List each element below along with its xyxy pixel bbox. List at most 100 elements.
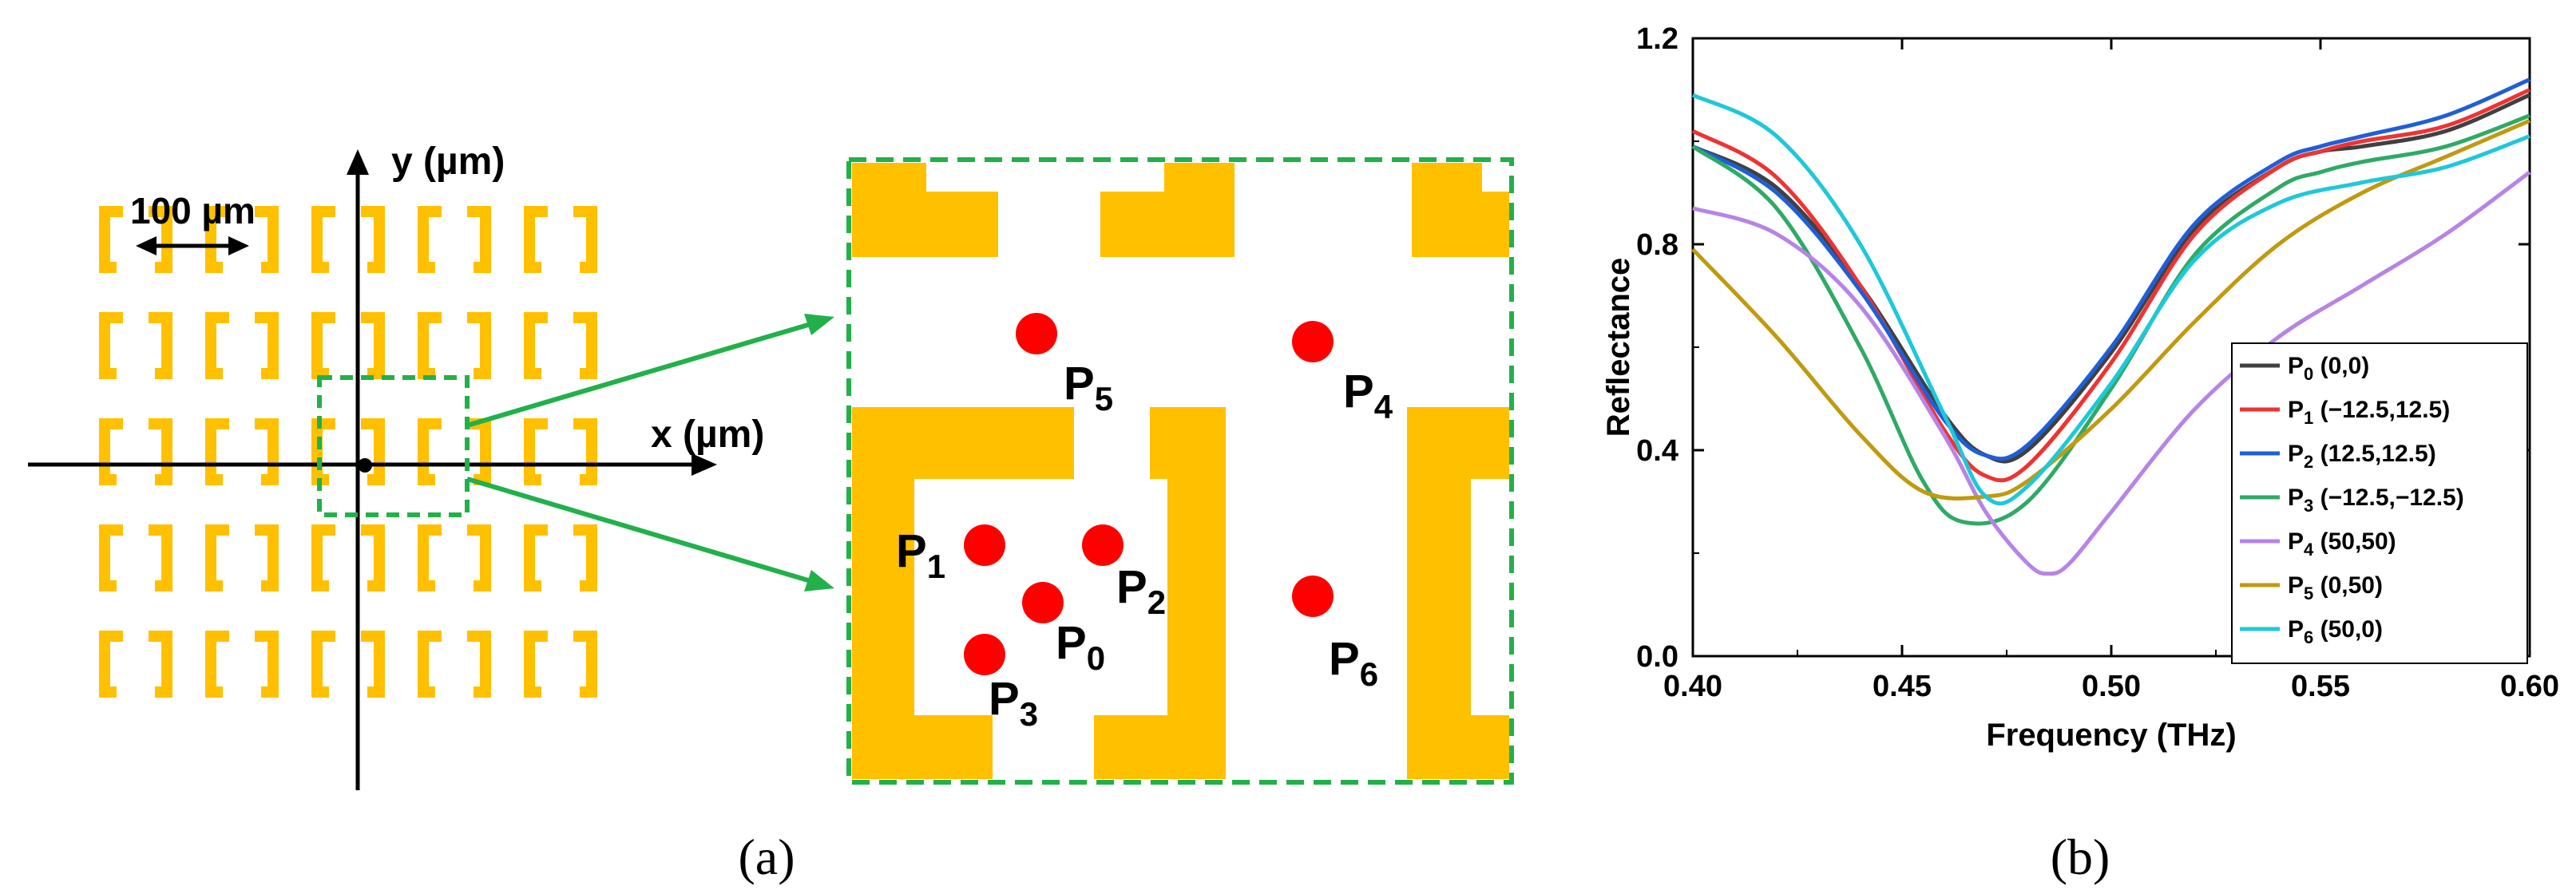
series-line-p1 — [1691, 88, 2530, 483]
resonator-cell — [99, 631, 172, 698]
series-line-p5 — [1691, 118, 2530, 500]
point-marker — [1082, 524, 1124, 566]
resonator-cell — [99, 418, 172, 485]
resonator-cell — [311, 524, 385, 591]
legend: P0 (0,0) P1 (−12.5,12.5) P2 (12.5,12.5) P3 … — [2231, 342, 2528, 664]
x-axis-label: x (µm) — [651, 413, 764, 456]
y-tick-label: 0.8 — [1636, 228, 1678, 262]
point-marker — [1016, 313, 1057, 354]
bracket-right — [149, 206, 172, 273]
legend-entry: P2 (12.5,12.5) — [2240, 441, 2436, 472]
bracket-right — [255, 312, 279, 379]
point-marker — [964, 524, 1005, 566]
point-marker — [964, 634, 1005, 675]
zoom-arrow-top-icon — [804, 314, 834, 335]
legend-label: P6 (50,0) — [2288, 616, 2383, 647]
bracket-right — [467, 206, 491, 273]
point-marker — [1022, 582, 1064, 623]
zoom-bracket-far-right — [1407, 407, 1509, 779]
resonator-cell — [418, 206, 491, 273]
resonator-cell — [524, 631, 597, 698]
resonator-cell — [524, 312, 597, 379]
bracket-left — [311, 418, 335, 485]
point-p0: P0 — [1022, 582, 1105, 677]
legend-label: P0 (0,0) — [2288, 353, 2369, 384]
legend-label: P4 (50,50) — [2288, 528, 2396, 560]
bracket-right — [255, 524, 279, 591]
series-line-p6 — [1691, 93, 2530, 506]
legend-entry: P6 (50,0) — [2240, 616, 2383, 647]
resonator-cell — [205, 312, 279, 379]
resonator-cell — [524, 418, 597, 485]
scale-bar-arrow-left-icon — [136, 236, 157, 255]
bracket-left — [99, 524, 123, 591]
resonator-cell — [418, 312, 491, 379]
legend-label: P1 (−12.5,12.5) — [2288, 397, 2450, 428]
zoom-bracket-right — [1094, 407, 1226, 779]
bracket-left — [524, 524, 548, 591]
bracket-left — [418, 631, 442, 698]
zoom-fragment-top-right — [1412, 163, 1509, 257]
x-tick-label: 0.55 — [2291, 670, 2350, 703]
zoom-bracket-left — [852, 407, 1074, 779]
panel-b-label: (b) — [2051, 829, 2110, 885]
series-line-p4 — [1692, 170, 2531, 576]
bracket-right — [573, 418, 597, 485]
bracket-left — [311, 206, 335, 273]
bracket-left — [205, 631, 229, 698]
bracket-left — [524, 631, 548, 698]
legend-entry: P5 (0,50) — [2240, 572, 2383, 603]
panel-a-label: (a) — [738, 829, 795, 885]
bracket-right — [361, 418, 385, 485]
bracket-left — [418, 206, 442, 273]
zoom-cell-border — [846, 157, 1514, 785]
bracket-right — [149, 312, 172, 379]
bracket-left — [99, 206, 123, 273]
legend-label: P2 (12.5,12.5) — [2288, 441, 2436, 472]
point-p1: P1 — [896, 524, 1005, 585]
resonator-cell — [311, 631, 385, 698]
highlight-box — [317, 375, 470, 517]
bracket-left — [524, 418, 548, 485]
resonator-cell — [205, 418, 279, 485]
point-marker — [1292, 576, 1334, 617]
point-p3: P3 — [964, 634, 1038, 733]
bracket-right — [255, 206, 279, 273]
resonator-cell — [418, 524, 491, 591]
legend-entry: P3 (−12.5,−12.5) — [2240, 485, 2464, 516]
y-axis-title: Reflectance — [1601, 258, 1636, 437]
resonator-cell — [99, 206, 172, 273]
bracket-left — [524, 206, 548, 273]
resonator-cell — [205, 206, 279, 273]
bracket-left — [311, 524, 335, 591]
point-p5: P5 — [1016, 313, 1113, 417]
x-tick-label: 0.40 — [1663, 670, 1722, 703]
bracket-right — [361, 206, 385, 273]
legend-entry: P1 (−12.5,12.5) — [2240, 397, 2450, 428]
resonator-cell — [311, 206, 385, 273]
series-line-p2 — [1691, 77, 2530, 461]
resonator-cell — [418, 631, 491, 698]
bracket-right — [467, 312, 491, 379]
x-tick-label: 0.60 — [2500, 670, 2559, 703]
point-marker — [1292, 321, 1334, 362]
zoom-arrow-bottom-icon — [804, 570, 834, 591]
bracket-right — [361, 312, 385, 379]
bracket-right — [573, 524, 597, 591]
bracket-right — [361, 524, 385, 591]
y-axis-arrow-icon — [347, 149, 369, 175]
point-p2: P2 — [1082, 524, 1166, 621]
point-label: P5 — [1064, 358, 1113, 417]
resonator-cell — [524, 206, 597, 273]
point-label: P0 — [1056, 617, 1105, 677]
origin-dot — [358, 458, 372, 473]
bracket-right — [361, 631, 385, 698]
point-label: P6 — [1329, 633, 1378, 693]
zoom-line-bottom — [466, 477, 817, 585]
legend-entry: P0 (0,0) — [2240, 353, 2369, 384]
bracket-left — [311, 631, 335, 698]
x-tick-label: 0.50 — [2082, 670, 2141, 703]
